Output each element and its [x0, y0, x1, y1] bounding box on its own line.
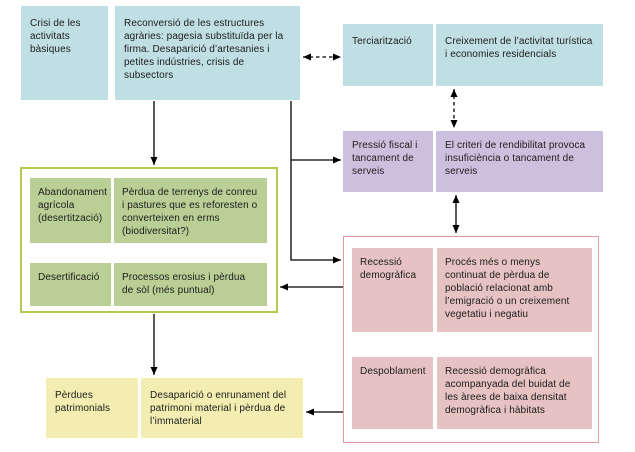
node-reconversio-estructures: Reconversió de les estructures agràries:…: [115, 6, 300, 100]
node-proces-perdua-poblacio: Procés més o menys continuat de pèrdua d…: [437, 248, 592, 332]
node-perdua-terrenys: Pèrdua de terrenys de conreu i pastures …: [114, 178, 267, 243]
node-recessio-buidat: Recessió demogràfica acompanyada del bui…: [437, 357, 592, 429]
node-desertificacio: Desertificació: [30, 263, 111, 306]
node-recessio-demografica: Recessió demogràfica: [352, 248, 433, 332]
node-perdues-patrimonials: Pèrdues patrimonials: [46, 378, 138, 438]
node-crisi-activitats: Crisi de les activitats bàsiques: [21, 6, 108, 100]
node-abandonament-agricola: Abandonament agrícola (desertització): [30, 178, 111, 243]
node-desaparicio-patrimoni: Desaparició o enrunament del patrimoni m…: [141, 378, 303, 438]
node-processos-erosius: Processos erosius i pèrdua de sòl (més p…: [114, 263, 267, 306]
node-despoblament: Despoblament: [352, 357, 433, 429]
node-criteri-rendibilitat: El criteri de rendibilitat provoca insuf…: [436, 131, 603, 192]
arrow-reconversio-to-recessio: [290, 101, 341, 264]
node-pressio-fiscal: Pressió fiscal i tancament de serveis: [343, 131, 433, 192]
node-creixement-turistic: Creixement de l’activitat turística i ec…: [436, 24, 603, 86]
node-terciaritzacio: Terciarització: [343, 24, 433, 86]
